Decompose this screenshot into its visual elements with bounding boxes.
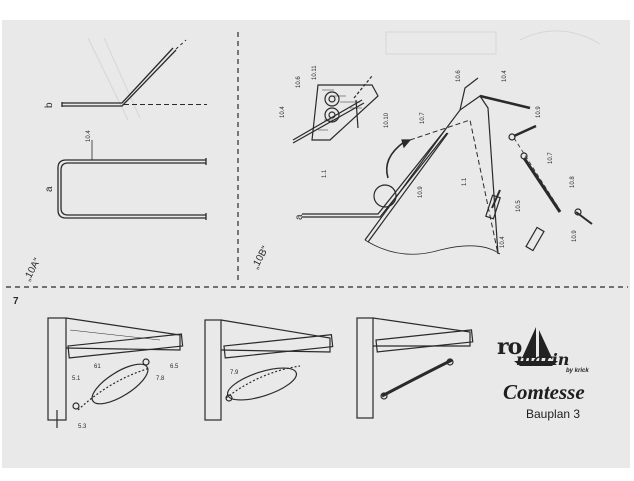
part-5-3: 5.3 (78, 424, 87, 430)
paper-sheet (2, 20, 630, 468)
part-6-5: 6.5 (170, 364, 179, 370)
part-10-7-mid: 10.7 (420, 112, 426, 124)
step-number: 7 (13, 296, 19, 307)
part-10-8: 10.8 (570, 176, 576, 188)
step7-detail-1 (47, 317, 184, 428)
part-5-1: 5.1 (72, 376, 81, 382)
part-10-6-top: 10.6 (456, 70, 462, 82)
step7-detail-2 (204, 319, 334, 421)
sailboat-logo (514, 327, 558, 366)
part-7-8: 7.8 (156, 376, 165, 382)
part-1-1-left: 1.1 (322, 169, 328, 178)
part-10-9-right: 10.9 (536, 106, 542, 118)
part-10-5: 10.5 (516, 200, 522, 212)
part-10-4-10a: 10.4 (86, 130, 92, 142)
part-10-6-left: 10.6 (296, 76, 302, 88)
part-10-10: 10.10 (384, 112, 390, 128)
brand-logo-ro: ro (497, 334, 522, 360)
part-61: 61 (94, 364, 101, 370)
panel-10b-drawing (292, 75, 593, 255)
panel-10a-drawing (57, 39, 207, 220)
part-1-1-mid: 1.1 (462, 177, 468, 186)
rod-b (62, 49, 177, 107)
brand-logo-krick: by krick (566, 368, 589, 374)
brand-logo-marin: marin (516, 350, 570, 369)
panel-dividers (6, 32, 628, 288)
part-10-4-bottom: 10.4 (500, 236, 506, 248)
model-name: Comtesse (503, 380, 585, 404)
step7-detail-3 (356, 317, 474, 419)
part-10-4-left: 10.4 (280, 106, 286, 118)
label-b: b (44, 102, 55, 108)
label-a: a (44, 186, 55, 192)
plan-title: Bauplan 3 (526, 407, 581, 421)
frame-a (57, 159, 206, 219)
part-7-9: 7.9 (230, 370, 239, 376)
part-10-7-right: 10.7 (548, 152, 554, 164)
part-10-11: 10.11 (312, 65, 318, 80)
part-10-9-bottom: 10.9 (572, 230, 578, 242)
label-a-10b: a (294, 214, 305, 220)
part-10-9-mid: 10.9 (418, 186, 424, 198)
part-10-4-top: 10.4 (502, 70, 508, 82)
